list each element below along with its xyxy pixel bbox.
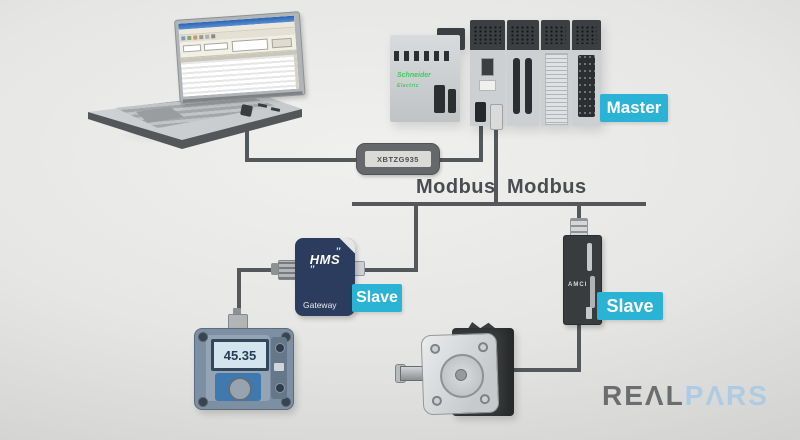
plc-cpu-module <box>470 20 505 126</box>
cpu-label <box>479 80 496 91</box>
meter-screw <box>198 397 208 407</box>
modbus-label-right: Modbus <box>507 176 587 198</box>
plc-cable-plug-light <box>490 104 503 130</box>
schneider-plc-master: Schneider Electric <box>385 16 601 126</box>
amci-slot <box>590 276 595 308</box>
motor-mount-hole <box>477 342 489 353</box>
modbus-label-left: Modbus <box>416 176 496 198</box>
master-badge: Master <box>600 94 668 122</box>
hms-logo-marks-bottom: ’’ <box>309 264 315 274</box>
module-vent-grid <box>474 26 501 44</box>
converter-model-label: XBTZG935 <box>365 151 431 167</box>
realpars-logo-left: REΛL <box>602 380 685 411</box>
module-vent-grid <box>545 26 566 44</box>
io-connector-block <box>578 55 595 117</box>
meter-knob <box>228 377 252 401</box>
wire-laptop-down <box>245 112 249 162</box>
io-slot <box>525 58 532 114</box>
meter-button-icon <box>275 383 285 393</box>
wire-plc-programming-port <box>479 116 483 162</box>
realpars-logo: REΛLPΛRS <box>602 380 769 412</box>
io-grille-panel <box>545 53 568 125</box>
meter-lcd-display: 45.35 <box>211 339 269 371</box>
software-scrollbar <box>293 54 300 95</box>
wire-drop-to-gateway <box>358 268 418 272</box>
amci-slot <box>587 243 592 271</box>
plc-io-module-3 <box>572 20 601 126</box>
motor-mount-hole <box>479 393 491 405</box>
motor-mount-hole <box>429 343 441 355</box>
wire-gateway-to-meter-h <box>237 268 285 272</box>
brand-line1: Schneider <box>397 72 431 79</box>
software-data-table <box>180 50 300 97</box>
amci-controller: AMCI <box>563 235 602 325</box>
wire-amci-to-motor-h <box>510 368 581 372</box>
hms-logo-marks-top: ’’ <box>335 246 341 256</box>
realpars-logo-right: PΛRS <box>684 380 769 411</box>
xbtzg935-converter: XBTZG935 <box>356 143 440 175</box>
amci-bottom-port <box>586 307 592 319</box>
psu-terminal-block <box>448 89 456 113</box>
meter-button-icon <box>275 343 285 353</box>
meter-keypad <box>215 373 261 401</box>
flow-transmitter: 45.35 <box>194 328 294 410</box>
gateway-serial-connector <box>278 260 298 280</box>
plc-cable-plug-dark <box>475 102 486 122</box>
hms-logo-text: HMS <box>309 252 341 267</box>
module-vent-grid <box>576 26 597 44</box>
module-vent-grid <box>511 26 535 44</box>
schneider-electric-logo: Schneider Electric <box>397 69 431 90</box>
meter-button-icon <box>274 363 284 371</box>
amci-brand-label: AMCI <box>568 282 588 288</box>
psu-vent-slots <box>394 51 449 61</box>
plc-io-module-2 <box>541 20 570 126</box>
slave-badge-gateway: Slave <box>352 284 402 312</box>
wire-amci-to-motor-v <box>577 320 581 372</box>
meter-screw <box>198 332 208 342</box>
hms-logo: ’’ HMS ’’ <box>295 246 355 274</box>
wire-gateway-to-meter-v <box>237 268 241 326</box>
modbus-bus-line <box>352 202 646 206</box>
motor-body-fins <box>466 322 500 332</box>
wire-bus-to-amci <box>577 202 581 228</box>
meter-side-buttons <box>271 337 287 399</box>
wire-bus-to-gateway-drop <box>414 202 418 272</box>
wire-plc-to-bus <box>494 124 498 206</box>
laptop-lid <box>174 11 306 104</box>
laptop-cable-plug <box>239 103 254 118</box>
stepper-motor-faceplate <box>420 332 500 416</box>
gateway-left-plug-tip <box>271 263 279 275</box>
io-slot <box>513 58 520 114</box>
meter-cable-tip <box>233 308 241 316</box>
gateway-label: Gateway <box>303 300 337 310</box>
psu-terminal-block <box>434 85 445 113</box>
motor-mount-hole <box>431 395 443 406</box>
laptop-screen-modbus-software <box>178 15 300 97</box>
slave-badge-amci: Slave <box>597 292 663 320</box>
brand-line2: Electric <box>397 83 420 89</box>
cpu-serial-port <box>481 58 494 76</box>
amci-top-plug <box>570 218 588 240</box>
plc-power-supply-module: Schneider Electric <box>390 35 460 122</box>
wire-converter-to-plc <box>434 158 483 162</box>
wire-laptop-to-converter <box>245 158 370 162</box>
hms-gateway: ’’ HMS ’’ Gateway <box>295 238 355 316</box>
plc-io-module-1 <box>507 20 539 126</box>
